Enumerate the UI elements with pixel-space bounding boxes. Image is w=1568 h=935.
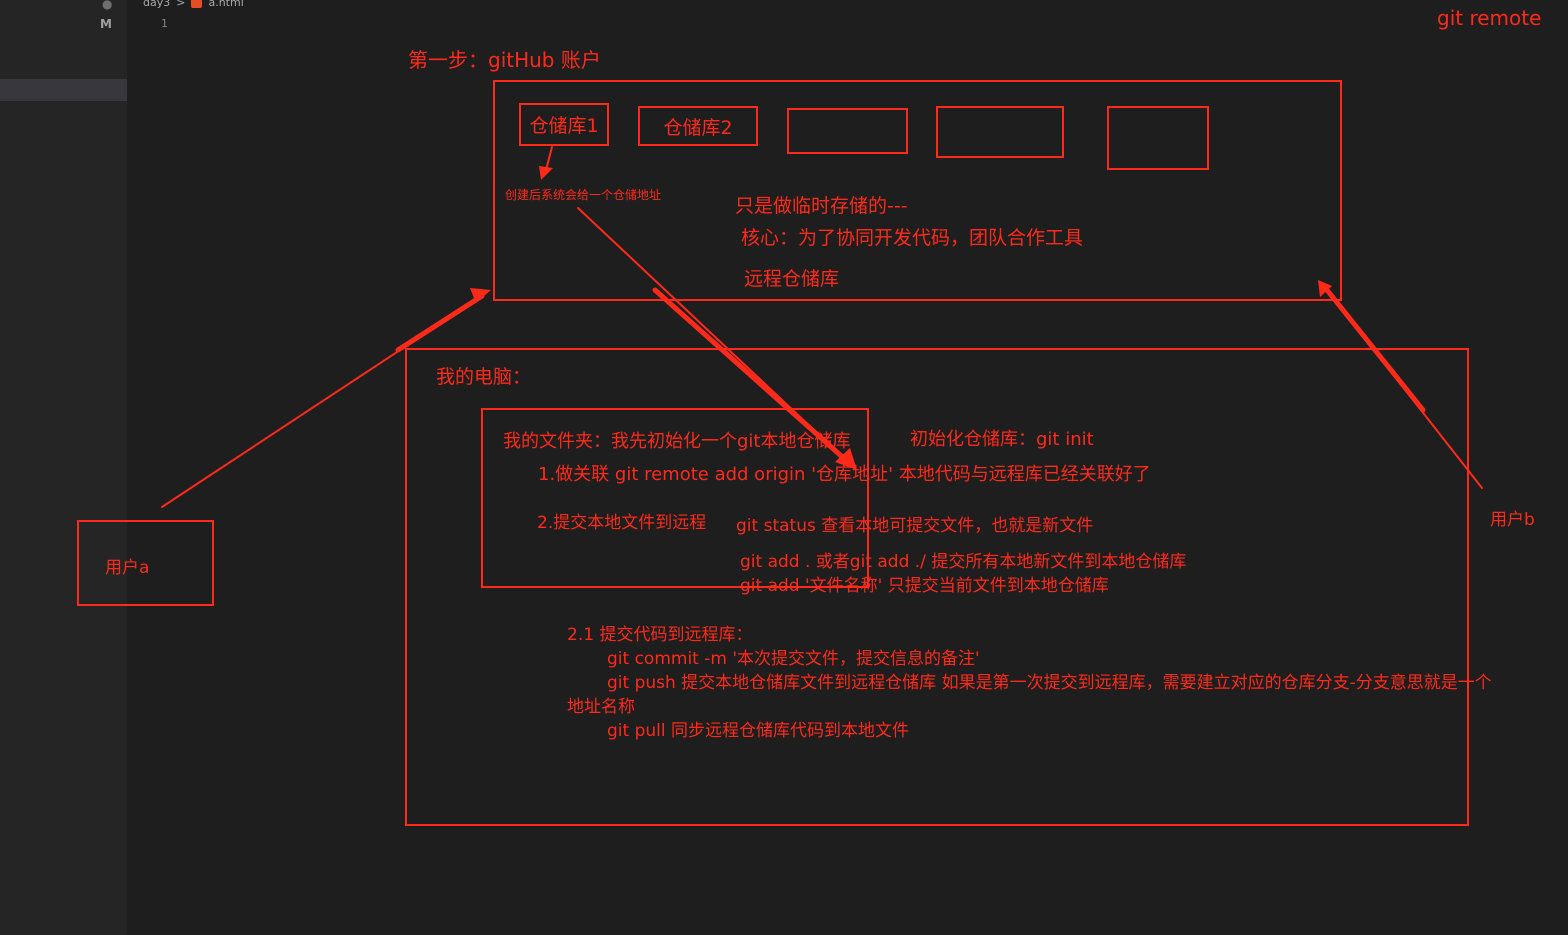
explorer-sidebar xyxy=(0,0,127,935)
repo1-label: 仓储库1 xyxy=(529,115,599,137)
unsaved-dot-icon: ● xyxy=(102,0,113,11)
my-computer-box xyxy=(405,348,1469,826)
my-folder-box xyxy=(481,408,869,588)
user-a-label: 用户a xyxy=(105,558,150,578)
arrowhead-icon xyxy=(1318,280,1332,297)
breadcrumb: day3 > a.html xyxy=(143,0,244,8)
arrowhead-icon xyxy=(539,166,553,180)
git-push-note: git push 提交本地仓储库文件到远程仓储库 如果是第一次提交到远程库，需要… xyxy=(607,673,1492,693)
core-note: 核心：为了协同开发代码，团队合作工具 xyxy=(741,227,1084,249)
my-computer-label: 我的电脑： xyxy=(436,366,532,388)
arrowhead-icon xyxy=(835,448,857,470)
git-add-file-note: git add '文件名称' 只提交当前文件到本地仓储库 xyxy=(740,576,1109,596)
empty-repo-box xyxy=(787,108,908,154)
git-init-note: 初始化仓储库：git init xyxy=(910,429,1094,450)
step-link-note: 1.做关联 git remote add origin '仓库地址' 本地代码与… xyxy=(538,464,1151,485)
empty-repo-box xyxy=(936,106,1064,158)
user-b-arrow xyxy=(1320,282,1426,413)
my-folder-label: 我的文件夹：我先初始化一个git本地仓储库 xyxy=(503,431,851,452)
repo2-label: 仓储库2 xyxy=(663,116,733,139)
user-a-arrow xyxy=(395,293,485,353)
html-file-icon xyxy=(191,0,203,8)
user-a-box xyxy=(77,520,214,606)
breadcrumb-folder[interactable]: day3 xyxy=(143,0,171,8)
sidebar-selected-row[interactable] xyxy=(0,79,127,101)
git-add-all-note: git add . 或者git add ./ 提交所有本地新文件到本地仓储库 xyxy=(740,552,1187,572)
repo-to-note-arrow xyxy=(545,146,553,171)
repo1-box: 仓储库1 xyxy=(519,103,609,146)
github-account-box xyxy=(493,80,1342,301)
temp-storage-note: 只是做临时存储的--- xyxy=(735,195,908,217)
modified-badge: M xyxy=(100,17,112,31)
note-to-local-arrow xyxy=(652,287,851,465)
git-status-note: git status 查看本地可提交文件，也就是新文件 xyxy=(736,516,1094,536)
step-commit-local: 2.提交本地文件到远程 xyxy=(537,513,707,533)
step-21-label: 2.1 提交代码到远程库： xyxy=(567,625,753,645)
step1-label: 第一步：gitHub 账户 xyxy=(408,48,601,72)
breadcrumb-separator: > xyxy=(176,0,186,8)
remote-repo-label: 远程仓储库 xyxy=(744,268,840,290)
breadcrumb-file[interactable]: a.html xyxy=(208,0,244,8)
user-b-label: 用户b xyxy=(1490,510,1535,530)
arrowhead-icon xyxy=(470,288,491,303)
git-push-note-cont: 地址名称 xyxy=(567,697,635,717)
empty-repo-box xyxy=(1107,106,1209,170)
git-commit-note: git commit -m '本次提交文件，提交信息的备注' xyxy=(607,649,980,669)
line-number: 1 xyxy=(161,17,168,30)
repo-address-note: 创建后系统会给一个仓储地址 xyxy=(505,188,662,202)
title-git-remote: git remote xyxy=(1437,6,1542,30)
git-pull-note: git pull 同步远程仓储库代码到本地文件 xyxy=(607,721,909,741)
repo2-box: 仓储库2 xyxy=(638,106,758,146)
